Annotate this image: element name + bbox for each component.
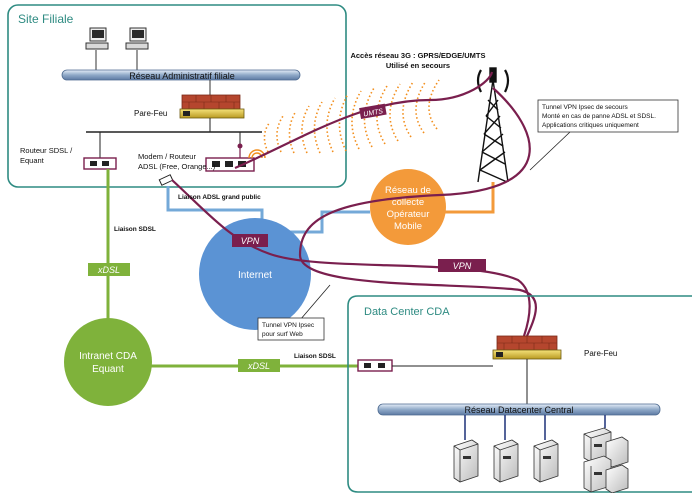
mobile-network-cloud (370, 169, 446, 245)
umts-label: UMTS (363, 108, 384, 118)
sdsl-router-label-2: Equant (20, 156, 45, 165)
datacenter-network-bus (377, 403, 661, 416)
vpn-datacenter-tag (438, 259, 486, 272)
backup-tunnel-callout (537, 99, 679, 133)
datacenter-box (347, 295, 692, 493)
modem-label-2: ADSL (Free, Orange...) (138, 162, 216, 171)
workstation-icon (85, 27, 109, 50)
intranet-label-1: Intranet CDA (79, 351, 137, 362)
backup-tunnel-label-2: Monté en cas de panne ADSL et SDSL. (542, 113, 656, 120)
admin-network-label: Réseau Administratif filiale (129, 71, 235, 81)
datacenter-firewall-icon (492, 335, 562, 360)
web-tunnel-callout (257, 317, 325, 341)
mobile-network-label-3: Opérateur (387, 209, 430, 220)
backup-tunnel-label-1: Tunnel VPN Ipsec de secours (542, 104, 628, 111)
tower-to-mobile-link (440, 182, 495, 214)
xdsl-bottom-label: xDSL (247, 361, 270, 371)
internet-label: Internet (238, 270, 272, 281)
tunnel-pointers (299, 131, 571, 321)
server-cluster-icon (583, 427, 629, 493)
vpn-datacenter-label: VPN (453, 261, 472, 271)
sdsl-bottom-label: Liaison SDSL (294, 353, 336, 360)
admin-network-bus (61, 69, 301, 81)
mobile-network-label-1: Réseau de (385, 185, 431, 196)
vpn-tunnels (171, 71, 537, 337)
cell-tower-icon (476, 67, 510, 183)
workstation-icon (125, 27, 149, 50)
web-tunnel-label-2: pour surf Web (262, 331, 303, 338)
modem-label-1: Modem / Routeur (138, 152, 196, 161)
adsl-modem-icon (205, 143, 255, 172)
datacenter-router-icon (357, 359, 393, 372)
access-3g-label-2: Utilisé en secours (386, 61, 450, 70)
vpn-internet-tag (232, 234, 268, 247)
access-3g-label-1: Accès réseau 3G : GPRS/EDGE/UMTS (350, 51, 485, 60)
radio-waves (263, 79, 440, 154)
server-icon (493, 439, 519, 483)
site-firewall-label: Pare-Feu (134, 109, 167, 118)
xdsl-left-label: xDSL (97, 265, 120, 275)
sdsl-router-icon (83, 157, 117, 170)
intranet-cloud (64, 318, 152, 406)
firewall-icon (179, 94, 245, 119)
web-tunnel-label-1: Tunnel VPN Ipsec (262, 322, 315, 329)
mobile-to-internet-link (272, 210, 370, 234)
internet-cloud (199, 218, 311, 330)
datacenter-title: Data Center CDA (364, 306, 450, 318)
vpn-internet-label: VPN (241, 236, 260, 246)
sdsl-left-label: Liaison SDSL (114, 226, 156, 233)
adsl-link-label: Liaison ADSL grand public (178, 194, 261, 201)
mobile-network-label-4: Mobile (394, 221, 422, 232)
xdsl-left-tag (88, 263, 130, 276)
backup-tunnel-label-3: Applications critiques uniquement (542, 122, 639, 129)
server-icon (453, 439, 479, 483)
xdsl-bottom-tag (238, 359, 280, 372)
sdsl-router-label-1: Routeur SDSL / (20, 146, 73, 155)
wifi-icon (248, 149, 266, 159)
umts-tag: UMTS (359, 103, 387, 120)
datacenter-firewall-label: Pare-Feu (584, 349, 617, 358)
intranet-label-2: Equant (92, 364, 124, 375)
connector-icon (158, 174, 174, 186)
server-icon (533, 439, 559, 483)
datacenter-network-label: Réseau Datacenter Central (464, 405, 573, 415)
mobile-network-label-2: collecte (392, 197, 424, 208)
site-filiale-title: Site Filiale (18, 12, 74, 26)
